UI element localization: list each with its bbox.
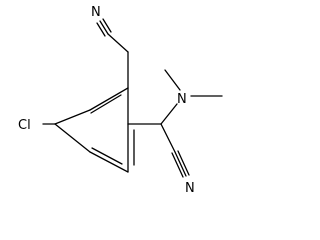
triple-bond-bottom-c [177, 150, 190, 176]
triple-bond-top-a [99, 20, 109, 35]
ring-double-bond-inner-1 [90, 94, 122, 114]
benzene-ring [54, 87, 135, 173]
bond-alpha-c-to-n [160, 103, 178, 125]
ring-bond-c3-c4 [54, 123, 91, 153]
atom-n-nitrile-top: N [91, 5, 101, 20]
ring-bond-c2-c3 [54, 109, 91, 125]
triple-bond-bottom-b [171, 152, 184, 178]
atom-n-amine: N [177, 92, 187, 107]
ring-double-bond-inner-2 [91, 147, 123, 165]
atom-n-nitrile-bottom: N [185, 181, 195, 196]
bond-n-to-methyl-left [164, 69, 181, 91]
triple-bond-top-c [96, 22, 106, 37]
chemical-structure-diagram: Cl N N N [18, 5, 223, 196]
bond-alpha-c-to-cn-carbon [160, 123, 176, 153]
triple-bond-top-b [102, 18, 112, 33]
bond-ch2-to-cn-carbon [107, 33, 129, 53]
ring-bond-c1-c2 [89, 87, 129, 111]
triple-bond-bottom-a [174, 151, 187, 177]
ring-bond-c4-c5 [89, 151, 129, 173]
atom-cl: Cl [18, 118, 31, 133]
